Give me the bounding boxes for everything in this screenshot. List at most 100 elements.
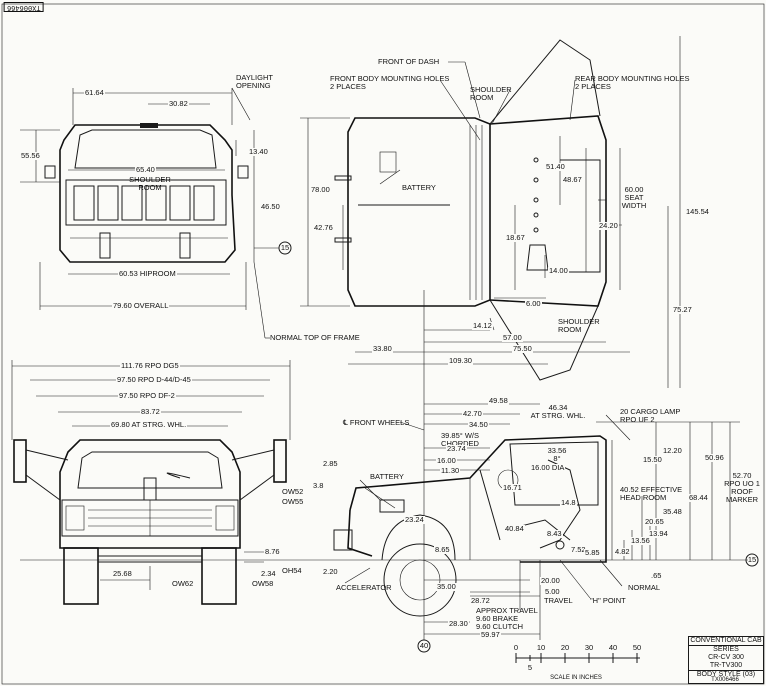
- dim-46-50: 46.50: [260, 202, 281, 211]
- dim-111-76: 111.76 RPO DG5: [120, 361, 180, 370]
- scale-tick-20: 20: [560, 643, 570, 652]
- dim-145-54: 145.54: [685, 207, 710, 216]
- dim-13-40: 13.40: [248, 147, 269, 156]
- ref-40: 40: [419, 641, 429, 650]
- dim-8-65: 8.65: [434, 545, 451, 554]
- dim-13-94: 13.94: [648, 529, 669, 538]
- dim-24-20: 24.20: [598, 221, 619, 230]
- dim-25-68: 25.68: [112, 569, 133, 578]
- front-view-top: [20, 87, 292, 339]
- title-block-title: CONVENTIONAL CAB: [690, 637, 762, 644]
- dim-16-71: 16.71: [502, 483, 523, 492]
- accelerator-label: ACCELERATOR: [336, 583, 392, 592]
- dim-6-00: 6.00: [525, 299, 542, 308]
- dim-8-43: 8.43: [546, 529, 563, 538]
- ref-15-top: 15: [280, 243, 290, 252]
- dim-28-30: 28.30: [448, 619, 469, 628]
- scale-tick-10: 10: [536, 643, 546, 652]
- dim-42-70: 42.70: [462, 409, 483, 418]
- rear-mount-label: REAR BODY MOUNTING HOLES 2 PLACES: [575, 74, 690, 91]
- dim-5-85: 5.85: [584, 548, 601, 557]
- dim-2-20: 2.20: [322, 567, 339, 576]
- dim-hiproom: 60.53 HIPROOM: [118, 269, 177, 278]
- dim-23-74: 23.74: [446, 444, 467, 453]
- dim-30-82: 30.82: [168, 99, 189, 108]
- dim-34-50: 34.50: [468, 420, 489, 429]
- dim-4-82: 4.82: [614, 547, 631, 556]
- title-block: CONVENTIONAL CAB SERIES CR-CV 300 TR-TV3…: [688, 636, 764, 684]
- dim-42-76: 42.76: [313, 223, 334, 232]
- ref-15-side: 15: [747, 555, 757, 564]
- dim-109-30: 109.30: [448, 356, 473, 365]
- dim-46-34: 46.34 AT STRG. WHL.: [530, 403, 586, 420]
- dim-23-24: 23.24: [404, 515, 425, 524]
- dim-14-12: 14.12: [472, 321, 493, 330]
- ow55-label: OW55: [282, 497, 304, 506]
- dim-11-30: 11.30: [440, 466, 461, 475]
- scale-tick-30: 30: [584, 643, 594, 652]
- dim-97-50-a: 97.50 RPO D-44/D-45: [116, 375, 192, 384]
- dim-overall: 79.60 OVERALL: [112, 301, 170, 310]
- scale-tick-5: 5: [527, 663, 533, 672]
- title-block-series: SERIES: [689, 645, 763, 654]
- dim-5-00: 5.00: [544, 587, 561, 596]
- dim-2-85: 2.85: [322, 459, 339, 468]
- dim-49-58: 49.58: [488, 396, 509, 405]
- dim-78-00: 78.00: [310, 185, 331, 194]
- scale-tick-50: 50: [632, 643, 642, 652]
- wheel-diameter: 16.00 DIA: [530, 463, 566, 472]
- shoulder-room-plan-rear: SHOULDER ROOM: [558, 317, 600, 334]
- front-wheels-label: ℄ FRONT WHEELS: [343, 418, 410, 427]
- oh54-label: OH54: [282, 566, 302, 575]
- dim-18-67: 18.67: [505, 233, 526, 242]
- dim-97-50-b: 97.50 RPO DF-2: [118, 391, 176, 400]
- shoulder-room-front: SHOULDER ROOM: [129, 175, 171, 192]
- dim-8-76: 8.76: [264, 547, 281, 556]
- title-block-body-style: BODY STYLE (03): [689, 670, 763, 679]
- battery-side: BATTERY: [370, 472, 404, 481]
- dim-75-27: 75.27: [672, 305, 693, 314]
- dim-7-52: 7.52: [570, 545, 587, 554]
- dim-48-67: 48.67: [562, 175, 583, 184]
- dim-13-56: 13.56: [630, 536, 651, 545]
- dim-65-40: 65.40: [135, 165, 156, 174]
- dim-35-00: 35.00: [436, 582, 457, 591]
- head-room-label: 40.52 EFFECTIVE HEAD ROOM: [620, 485, 683, 502]
- title-block-series-2: TR-TV300: [709, 662, 743, 669]
- side-view: [330, 403, 759, 653]
- front-mount-label: FRONT BODY MOUNTING HOLES 2 PLACES: [330, 74, 450, 91]
- dim-20-00: 20.00: [540, 576, 561, 585]
- dim-51-40: 51.40: [545, 162, 566, 171]
- dim-15-50: 15.50: [642, 455, 663, 464]
- dim-68-44: 68.44: [688, 493, 709, 502]
- dim-50-96: 50.96: [704, 453, 725, 462]
- front-view-bottom: [11, 360, 330, 605]
- roof-marker-label: 52.70 RPO UO 1 ROOF MARKER: [724, 471, 760, 504]
- ow58-label: OW58: [252, 579, 274, 588]
- dim-3-8: 3.8: [312, 481, 325, 490]
- daylight-label: DAYLIGHT OPENING: [236, 73, 273, 90]
- dim-55-56: 55.56: [20, 151, 41, 160]
- windshield-chorded: 39.85° W/S CHORDED: [440, 431, 480, 448]
- scale-bar: [515, 653, 640, 663]
- dim-12-20: 12.20: [662, 446, 683, 455]
- ow62-label: OW62: [172, 579, 194, 588]
- dim-2-34: 2.34: [260, 569, 277, 578]
- dim-33-56: 33.56 8°: [547, 446, 567, 463]
- dim-61-64: 61.64: [84, 88, 105, 97]
- dim-57-00: 57.00: [502, 333, 523, 342]
- shoulder-room-plan: SHOULDER ROOM: [470, 85, 512, 102]
- dim-16-00: 16.00: [436, 456, 457, 465]
- scale-tick-0: 0: [513, 643, 519, 652]
- dim-33-80: 33.80: [372, 344, 393, 353]
- title-block-series-1: CR-CV 300: [708, 654, 744, 661]
- front-of-dash-label: FRONT OF DASH: [378, 57, 440, 66]
- dim-59-97: 59.97: [480, 630, 501, 639]
- normal-label: NORMAL: [628, 583, 661, 592]
- h-point-label: "H" POINT: [590, 596, 626, 605]
- travel-label: TRAVEL: [544, 596, 573, 605]
- battery-plan: BATTERY: [402, 183, 436, 192]
- normal-top-frame: NORMAL TOP OF FRAME: [270, 333, 360, 342]
